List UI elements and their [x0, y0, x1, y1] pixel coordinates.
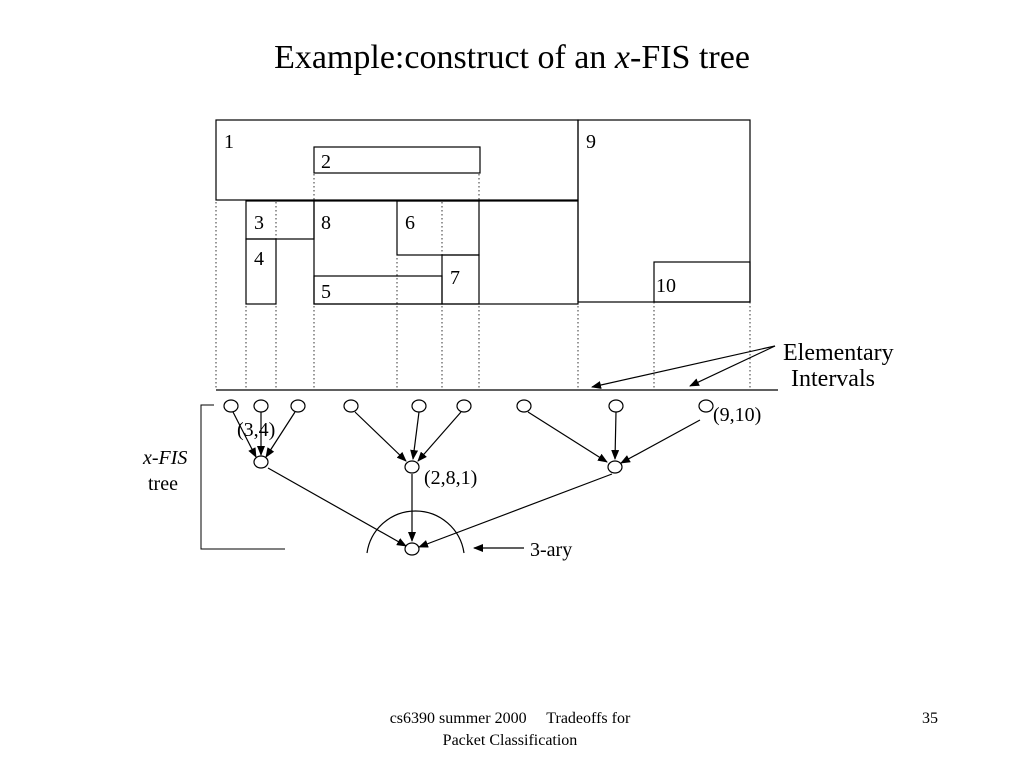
rect-1-label: 1 [224, 131, 234, 153]
xfis-tree-label: tree [148, 473, 178, 495]
rect-5-label: 5 [321, 281, 331, 303]
root-arc [366, 510, 465, 554]
rect-8 [313, 200, 579, 305]
footer-page-number: 35 [922, 710, 938, 727]
rect-4-label: 4 [254, 248, 264, 270]
title-prefix: Example:construct of an [274, 39, 615, 76]
rect-5 [313, 275, 443, 305]
internal-node-281 [404, 460, 420, 474]
footer-line-2: Packet Classification [442, 732, 578, 749]
slide-title: Example:construct of an x-FIS tree [0, 36, 1024, 80]
rect-10 [653, 261, 751, 303]
rect-10-label: 10 [656, 275, 676, 297]
rect-2-label: 2 [321, 151, 331, 173]
rect-7 [441, 254, 480, 305]
node-label-34: (3,4) [237, 419, 275, 441]
leaf-node [698, 399, 714, 413]
xfis-label: x-FIS [142, 447, 187, 469]
rect-6 [396, 200, 480, 256]
rect-7-label: 7 [450, 267, 460, 289]
leaf-node [343, 399, 359, 413]
node-label-281: (2,8,1) [424, 467, 477, 489]
leaf-node [223, 399, 239, 413]
rect-3-label: 3 [254, 212, 264, 234]
elementary-label-line1: Elementary [783, 340, 894, 366]
leaf-node [608, 399, 624, 413]
ary-label: 3-ary [530, 539, 572, 561]
elementary-label-line2: Intervals [791, 366, 875, 392]
rect-8-label: 8 [321, 212, 331, 234]
xfis-bracket [200, 404, 285, 550]
leaf-node [516, 399, 532, 413]
leaf-node [253, 399, 269, 413]
elementary-arrow-2 [689, 345, 776, 387]
node-label-910: (9,10) [713, 404, 761, 426]
tree-edges [232, 411, 701, 552]
leaf-node [411, 399, 427, 413]
title-variable: x [614, 39, 630, 76]
leaf-node [456, 399, 472, 413]
footer-line-1: cs6390 summer 2000 Tradeoffs for [389, 710, 631, 727]
tree-nodes [223, 399, 714, 556]
rect-6-label: 6 [405, 212, 415, 234]
footer-course: cs6390 summer 2000 Tradeoffs for Packet … [330, 708, 690, 752]
rect-9-label: 9 [586, 131, 596, 153]
root-node [404, 542, 420, 556]
rect-2 [313, 146, 481, 174]
rect-1 [215, 119, 579, 201]
internal-node-910 [607, 460, 623, 474]
leaf-node [290, 399, 306, 413]
internal-node-34 [253, 455, 269, 469]
interval-guides [215, 174, 751, 390]
elementary-arrow-1 [591, 345, 776, 389]
title-suffix: -FIS tree [630, 39, 750, 76]
